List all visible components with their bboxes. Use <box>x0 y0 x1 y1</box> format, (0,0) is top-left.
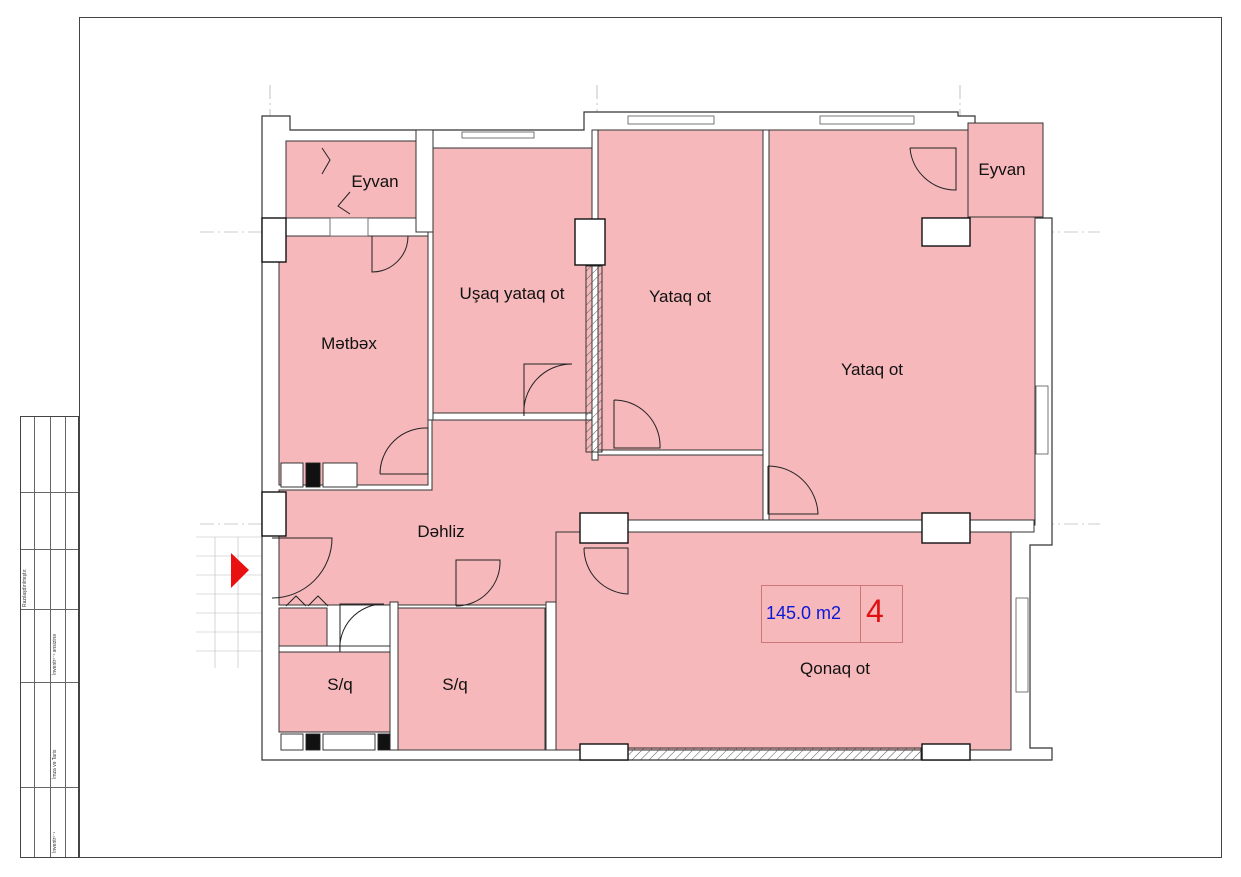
apartment-info-divider <box>860 585 861 643</box>
apartment-area: 145.0 m2 <box>766 603 842 623</box>
room-metbex <box>278 235 429 486</box>
room-qonaq <box>555 531 1012 751</box>
room-eyvan-right <box>967 122 1044 218</box>
room-label-metbex: Mətbəx <box>321 334 377 353</box>
bath-fixtures <box>280 733 391 751</box>
room-label-yataq-2: Yataq ot <box>840 360 904 379</box>
room-sq-left <box>278 651 391 733</box>
room-label-sq-left: S/q <box>327 675 353 694</box>
room-label-dehliz: Dəhliz <box>417 522 465 541</box>
room-label-sq-right: S/q <box>442 675 468 694</box>
room-sq-right <box>397 607 546 751</box>
door-swings <box>271 147 957 653</box>
room-label-qonaq: Qonaq ot <box>800 659 870 678</box>
room-usaq-yataq <box>432 147 593 414</box>
hatched-wall-vertical <box>585 265 603 453</box>
apartment-number: 4 <box>866 593 884 629</box>
room-yataq-1 <box>597 129 764 451</box>
room-label-yataq-1: Yataq ot <box>648 287 712 306</box>
room-label-eyvan-left: Eyvan <box>351 172 399 191</box>
windows <box>329 115 1049 693</box>
entrance-arrow-icon <box>231 553 249 588</box>
room-sq-closet <box>278 607 328 647</box>
columns <box>261 217 971 761</box>
room-label-eyvan-right: Eyvan <box>978 160 1026 179</box>
drawing-frame <box>79 17 1222 858</box>
room-label-usaq-yataq: Uşaq yataq ot <box>459 284 565 303</box>
hatched-wall-bottom <box>627 747 922 761</box>
rooms <box>278 122 1044 751</box>
title-block: Razılaşdırılmıştır. İnventr¹⁻¹ ənsizinə … <box>20 416 79 858</box>
apartment-info-box <box>761 585 903 643</box>
kitchen-fixtures <box>280 462 358 488</box>
entrance-grid <box>196 536 262 668</box>
